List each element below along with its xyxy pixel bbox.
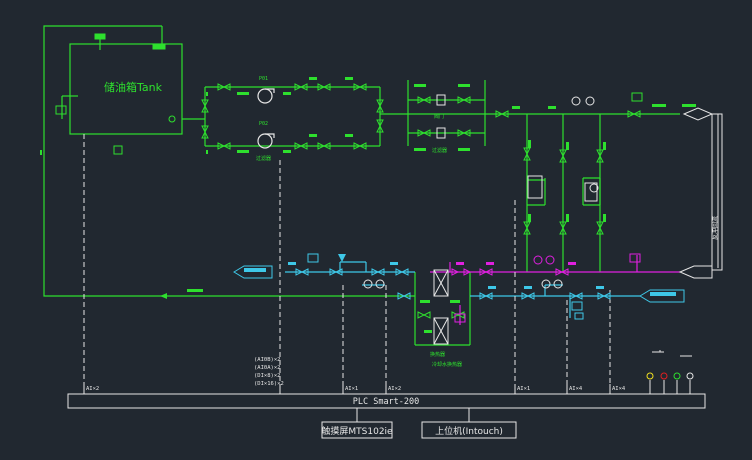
- pump-top: [257, 88, 273, 104]
- tick-annotations-magenta: [456, 262, 576, 265]
- module-label-5: AI×4: [569, 386, 583, 392]
- tick-annotations-cyan: [244, 262, 676, 296]
- gauges: [55, 33, 643, 323]
- branch-box-right: [584, 182, 598, 202]
- heat-exchanger-tag: 换热器: [430, 351, 445, 358]
- plc-bus: [67, 114, 719, 439]
- filter-top: [436, 94, 446, 106]
- module-label-3: AI×2: [388, 386, 401, 392]
- pumps: [257, 88, 275, 149]
- tank-label: 储油箱Tank: [104, 80, 163, 94]
- right-banner: [711, 113, 723, 271]
- pump-top-tag: P01: [259, 76, 268, 82]
- magenta-piping: [430, 255, 680, 325]
- host-pc-box: [421, 421, 517, 439]
- module-label-1: AI×2: [86, 386, 99, 392]
- reverse-flow-label: 反冲回流: [711, 216, 719, 240]
- pump-bottom-sub: 过滤器: [256, 155, 271, 162]
- touch-panel-label[interactable]: 触摸屏MTS102ie: [321, 425, 393, 437]
- host-pc-label[interactable]: 上位机(Intouch): [435, 425, 503, 437]
- filter-top-tag: 阀门: [434, 113, 444, 120]
- green-piping: [43, 25, 680, 346]
- flow-arrows: [160, 107, 714, 303]
- branch-box-left: [527, 175, 543, 199]
- io-label-3: (DI×8)×2: [254, 373, 281, 379]
- plc-label: PLC Smart-200: [353, 397, 420, 407]
- module-label-4: AI×1: [517, 386, 530, 392]
- module-label-6: AI×4: [612, 386, 626, 392]
- indicator-lamps: [646, 372, 694, 380]
- signal-lines: [83, 134, 611, 384]
- equipment-boxes: [433, 94, 598, 345]
- io-label-1: (AI0B)×2: [254, 357, 281, 363]
- heat-exchanger-bottom: [433, 317, 449, 345]
- filter-bottom: [436, 127, 446, 139]
- module-label-2: AI×1: [345, 386, 358, 392]
- heat-exchanger-top: [433, 269, 449, 297]
- io-label-4: (DI×16)×2: [254, 381, 284, 387]
- storage-tank: [69, 43, 183, 135]
- filter-bottom-tag: 过滤器: [432, 147, 447, 154]
- cooling-tag: 冷却水换热器: [432, 361, 462, 368]
- pump-bottom-tag: P02: [259, 121, 268, 127]
- touch-panel-box: [321, 421, 393, 439]
- io-label-2: (AI0A)×2: [254, 365, 281, 371]
- valves: [201, 83, 641, 319]
- tick-annotations: [40, 77, 696, 333]
